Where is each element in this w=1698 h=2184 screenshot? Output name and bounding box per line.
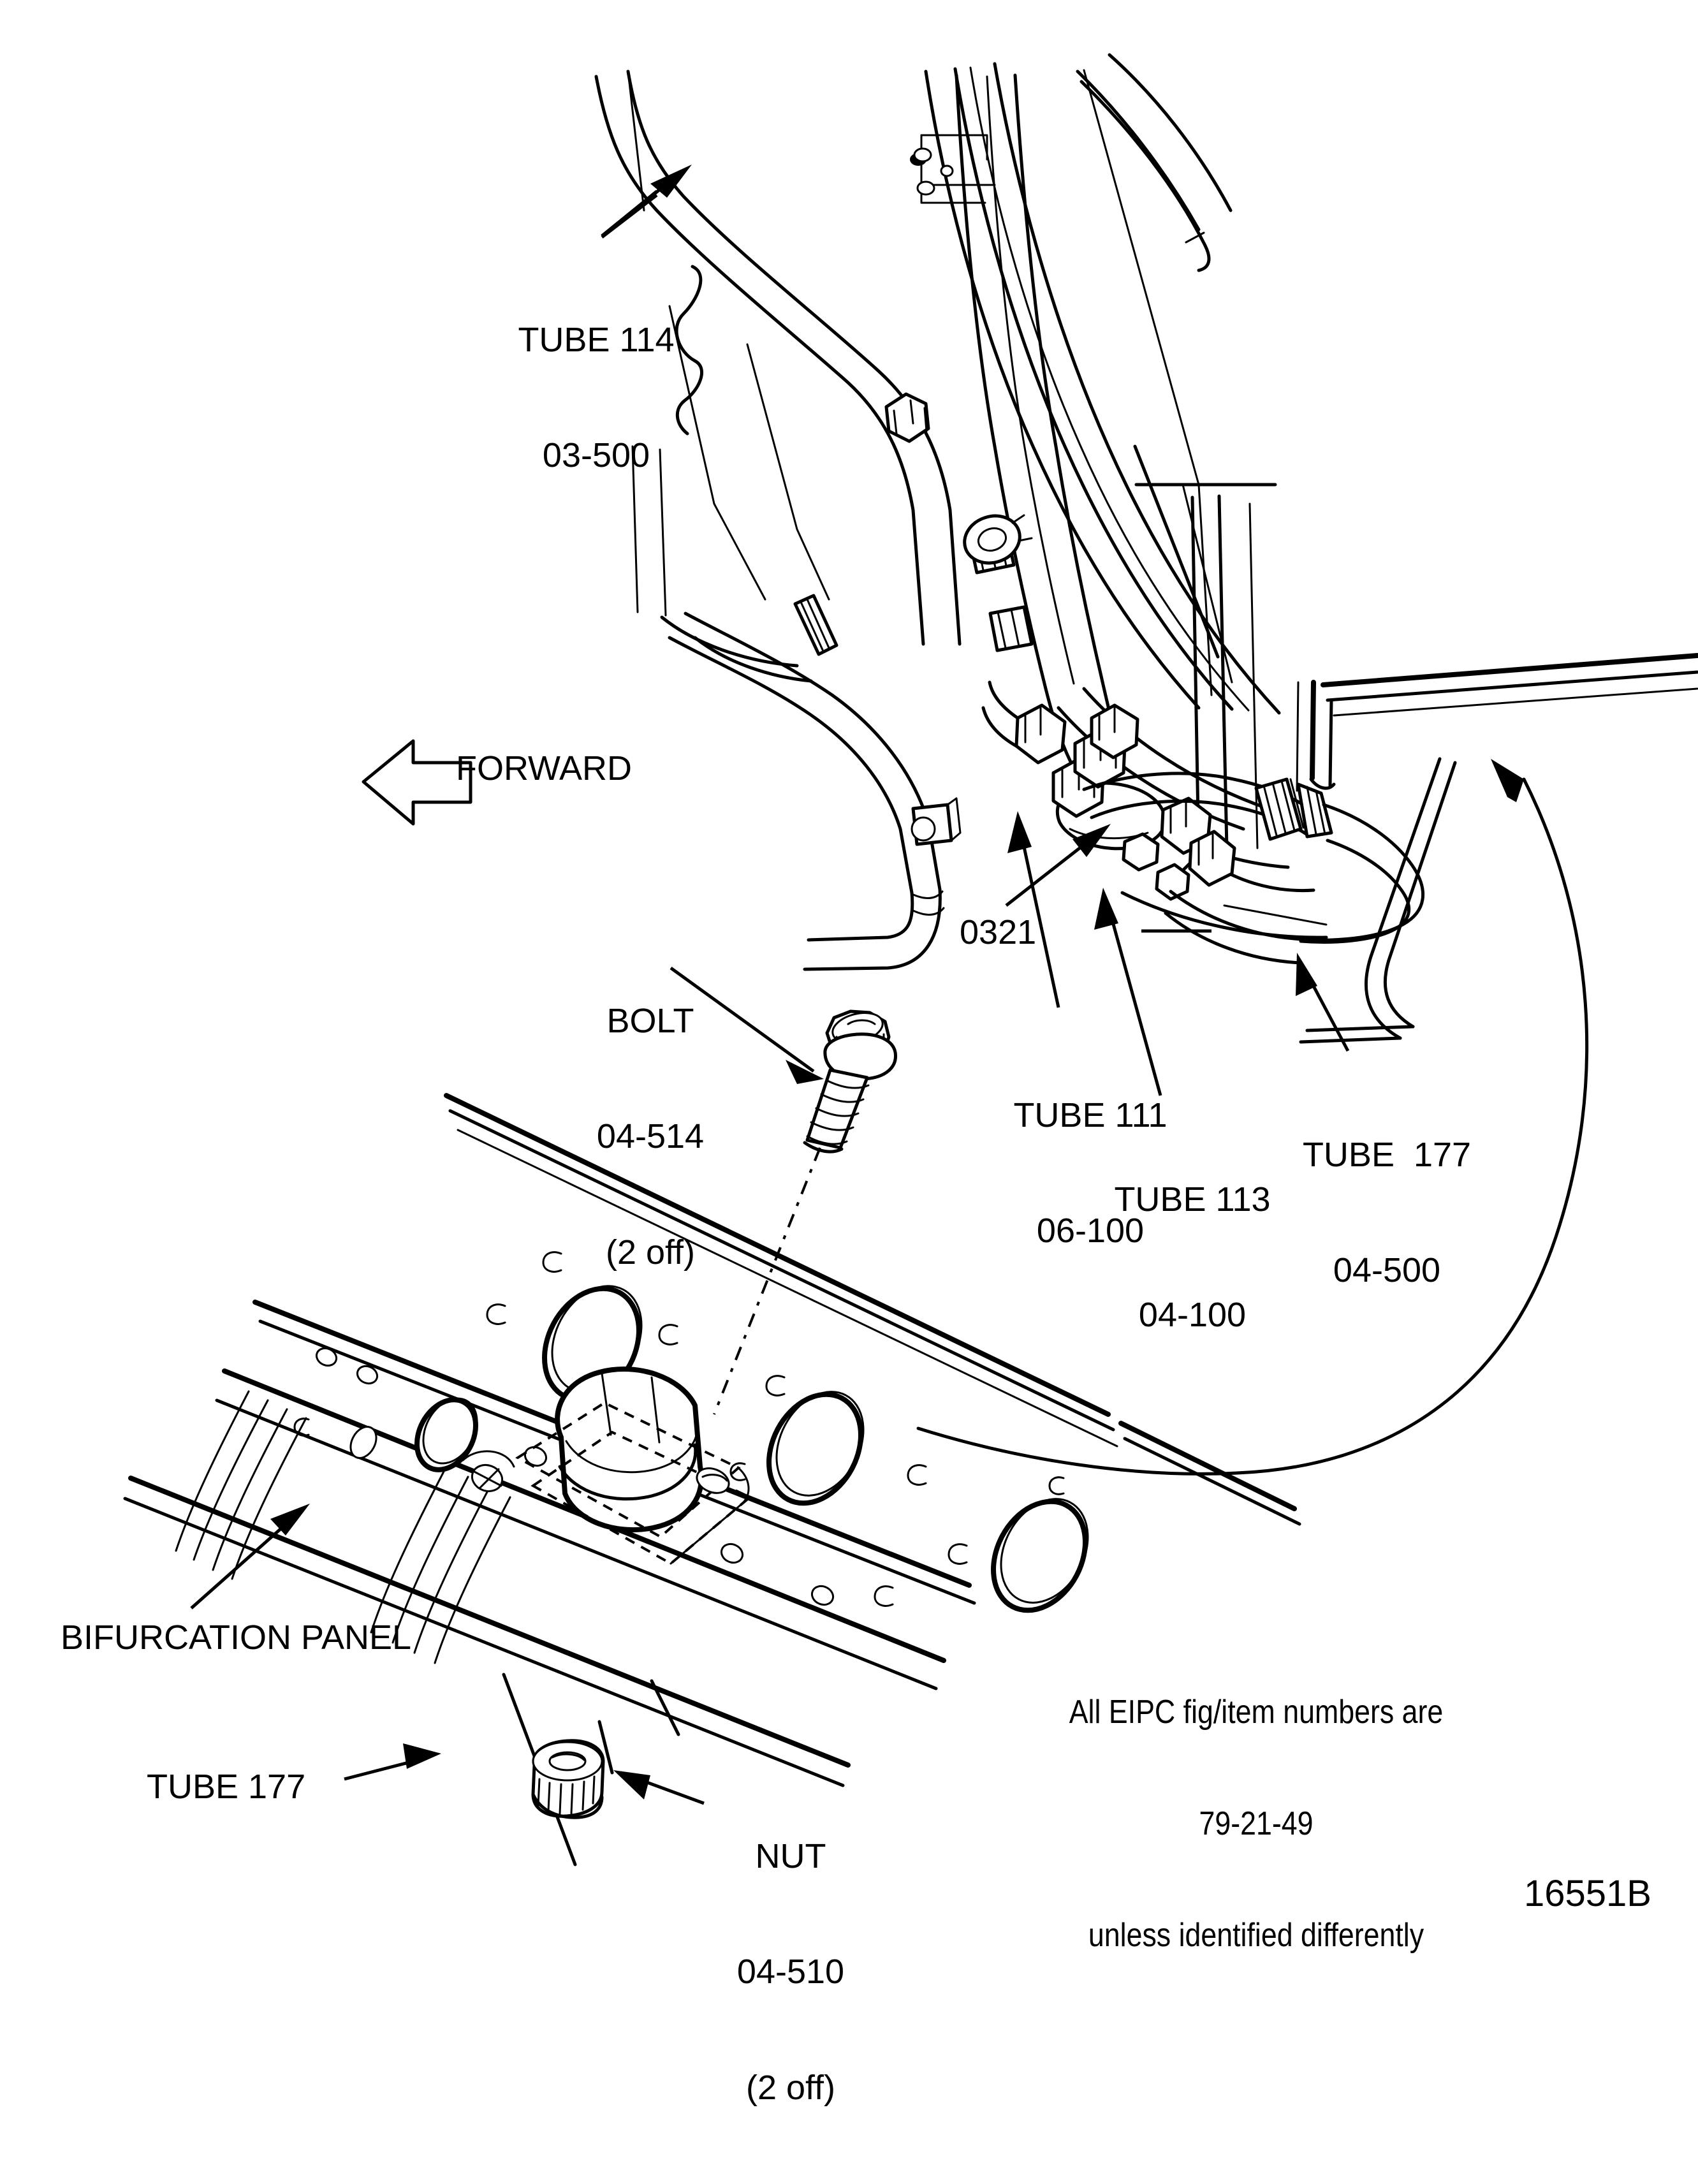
callout-tube-113: TUBE 113 04-100 <box>1109 1103 1275 1412</box>
hose-clamp-upper <box>793 594 838 656</box>
callout-tube-177-upper-name: TUBE 177 <box>1302 1135 1472 1174</box>
valve-port-head <box>963 514 1033 565</box>
mount-bracket <box>910 134 996 204</box>
callout-tube-114-item: 03-500 <box>542 436 650 475</box>
callout-ref-0321: 0321 <box>960 913 1037 951</box>
callout-bolt-name: BOLT <box>606 1001 694 1040</box>
panel-holes <box>349 1285 1089 1613</box>
callout-tube-177-upper-item: 04-500 <box>1333 1251 1441 1290</box>
forward-arrow-icon <box>362 739 472 826</box>
panel-c-marks <box>293 1251 1065 1607</box>
eipc-note-line-1: All EIPC fig/item numbers are <box>1069 1694 1444 1731</box>
eipc-note-line-2: 79-21-49 <box>1199 1805 1314 1843</box>
panel-boss-grommet <box>462 1367 752 1565</box>
tube-114-geometry <box>594 70 962 646</box>
break-symbol <box>675 265 703 436</box>
detail-callout-arc <box>916 759 1589 1476</box>
callout-bolt-qty: (2 off) <box>605 1233 696 1272</box>
callout-tube-111-item: 06-100 <box>1036 1212 1145 1250</box>
manifold-valve-block <box>981 680 1236 901</box>
callout-tube-114: TUBE 114 03-500 <box>491 244 701 552</box>
bolt-part-geometry <box>803 1009 897 1154</box>
callout-tube-114-name: TUBE 114 <box>518 320 675 359</box>
left-hose-geometry <box>668 594 962 971</box>
technical-illustration: .ln { fill:none; stroke:#000; stroke-wid… <box>61 53 1698 2107</box>
tube-113-geometry <box>1082 772 1333 841</box>
bifurcation-panel-geometry <box>123 1093 1301 1787</box>
callout-nut-qty: (2 off) <box>745 2068 836 2107</box>
callout-tube-177-upper: TUBE 177 04-500 <box>1298 1059 1476 1367</box>
tube-177-geometry <box>1164 803 1425 965</box>
callout-tube-113-name: TUBE 113 <box>1114 1180 1271 1219</box>
callout-tube-113-item: 04-100 <box>1138 1296 1247 1335</box>
tube-coupling-nut <box>1254 777 1333 841</box>
p-clip-bracket <box>911 797 962 846</box>
forward-label: FORWARD <box>456 749 632 788</box>
figure-number: 16551B <box>1524 1873 1651 1914</box>
hose-coupling-b <box>988 605 1034 652</box>
callout-tube-111-name: TUBE 111 <box>1013 1096 1167 1134</box>
callout-nut-name: NUT <box>755 1836 826 1875</box>
line-drawing-canvas: .ln { fill:none; stroke:#000; stroke-wid… <box>123 53 1698 1866</box>
nut-part-geometry <box>531 1739 605 1819</box>
callout-bolt: BOLT 04-514 (2 off) <box>571 925 730 1349</box>
callout-bolt-item: 04-514 <box>596 1117 705 1156</box>
callout-nut: NUT 04-510 (2 off) <box>708 1760 874 2184</box>
eipc-note: All EIPC fig/item numbers are 79-21-49 u… <box>1037 1620 1475 2028</box>
right-structure-rails <box>1296 653 1698 1044</box>
bolt-centerline <box>713 1147 821 1415</box>
leader-lines <box>190 165 1350 1805</box>
callout-nut-item: 04-510 <box>736 1953 845 1991</box>
callout-tube-177-lower: TUBE 177 <box>147 1768 306 1806</box>
callout-bifurcation-panel: BIFURCATION PANEL <box>61 1618 412 1657</box>
callout-tube-111: TUBE 111 06-100 <box>1007 1019 1173 1328</box>
eipc-note-line-3: unless identified differently <box>1088 1916 1424 1954</box>
